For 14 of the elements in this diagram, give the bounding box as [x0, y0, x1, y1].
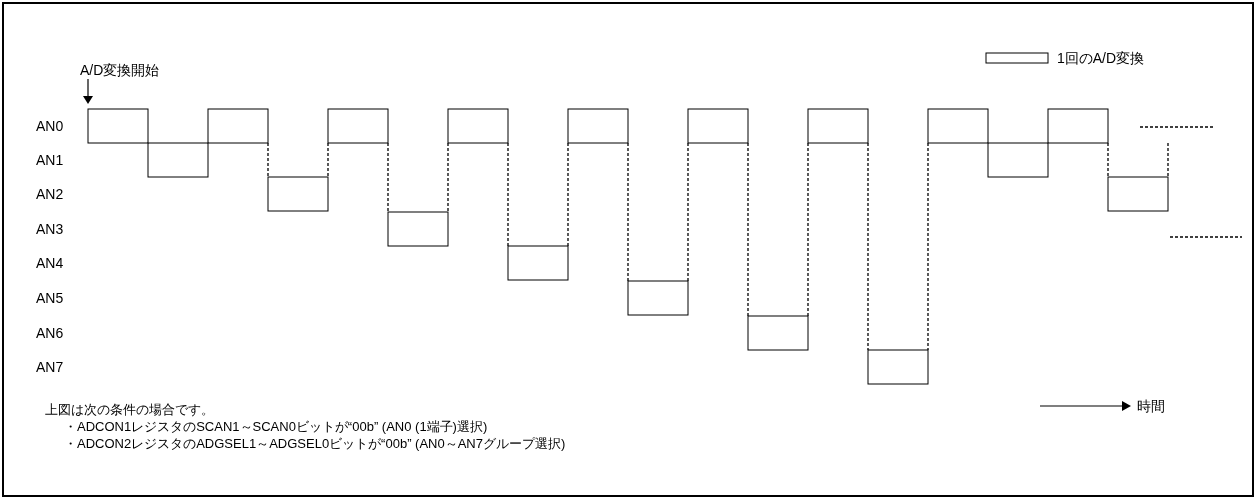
channel-label: AN5 — [36, 290, 64, 306]
start-label: A/D変換開始 — [80, 62, 160, 78]
note-text: ・ADCON1レジスタのSCAN1～SCAN0ビットが“00b” (AN0 (1端子)選択) — [64, 419, 488, 435]
legend-label: 1回のA/D変換 — [1057, 50, 1145, 66]
channel-label: AN0 — [36, 118, 64, 134]
channel-label: AN2 — [36, 186, 64, 202]
channel-label: AN6 — [36, 325, 64, 341]
axis-label: 時間 — [1137, 398, 1165, 414]
channel-label: AN4 — [36, 255, 64, 271]
note-text: 上図は次の条件の場合です。 — [45, 402, 214, 418]
note-text: ・ADCON2レジスタのADGSEL1～ADGSEL0ビットが“00b” (AN0～AN7グループ選択) — [64, 436, 566, 452]
channel-label: AN7 — [36, 359, 64, 375]
channel-label: AN3 — [36, 221, 64, 237]
channel-label: AN1 — [36, 152, 64, 168]
